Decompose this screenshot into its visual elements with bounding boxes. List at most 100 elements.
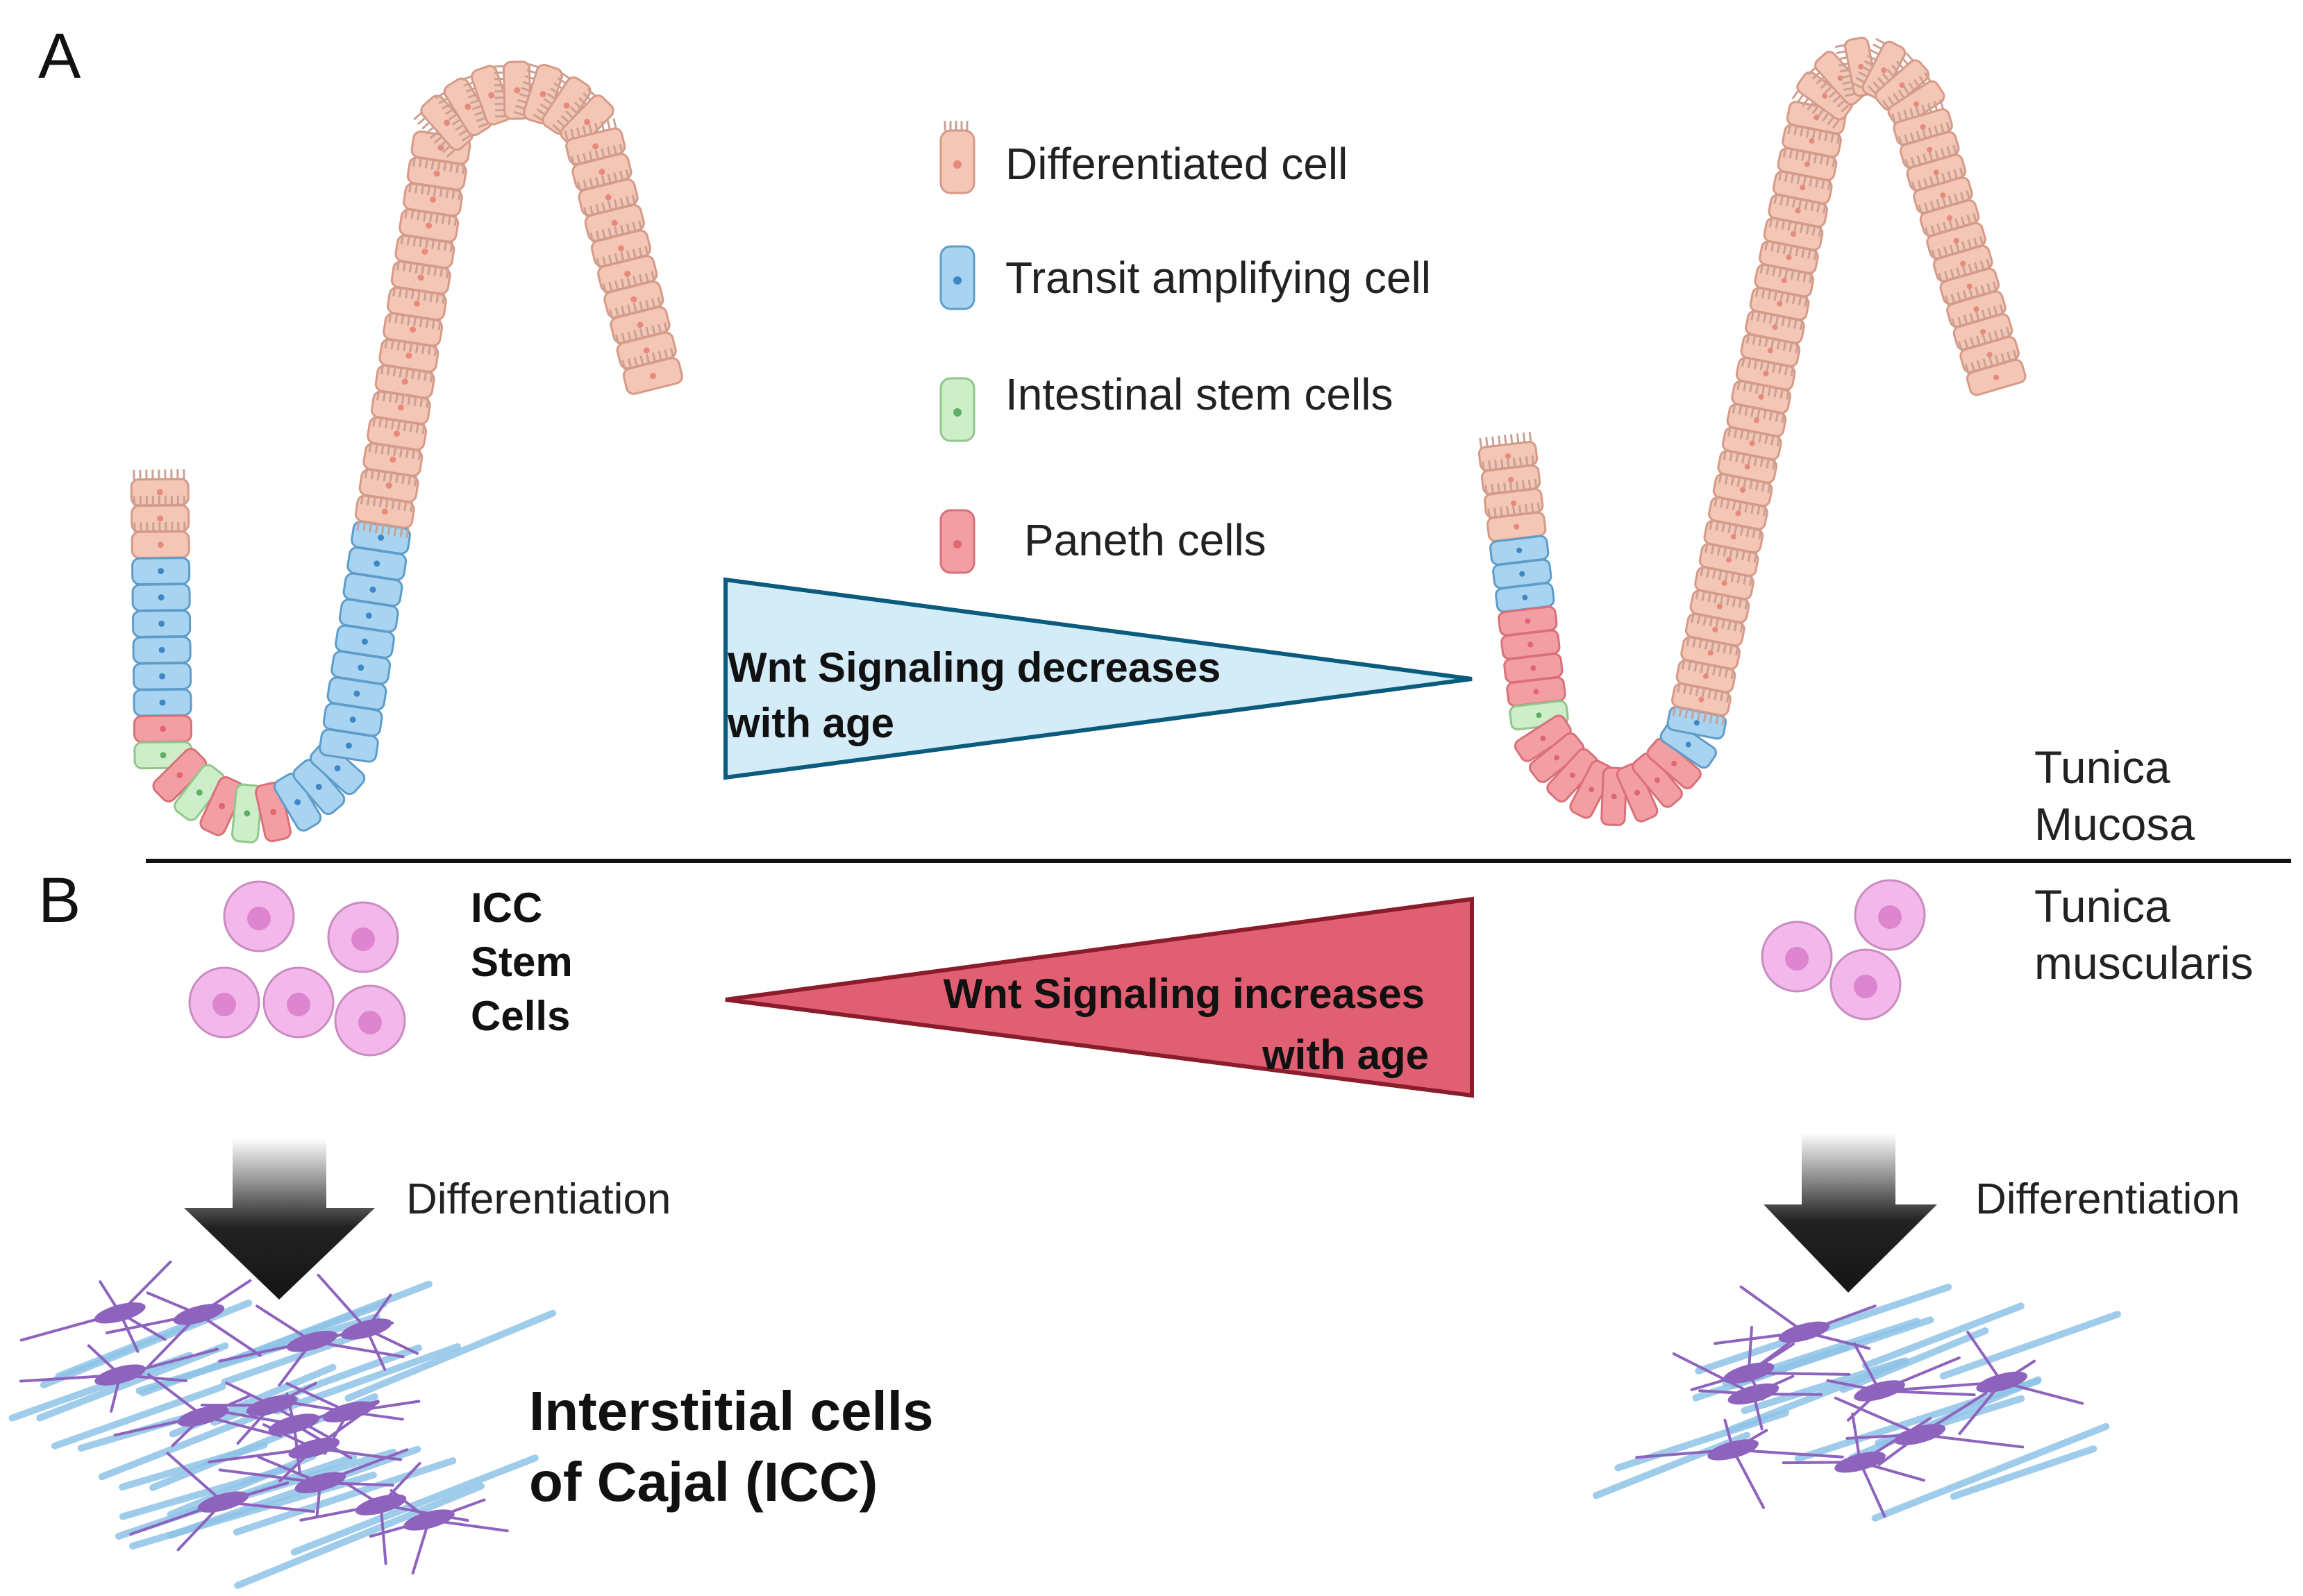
smooth-muscle-fiber [51,1383,226,1450]
microvilli [1732,403,1786,423]
icc-cell-process [146,1313,201,1368]
legend-item-paneth: Paneth cells [939,509,1266,574]
icc-cell [113,1373,283,1447]
icc-cell [208,1400,403,1483]
icc-cell-process [1752,1393,1764,1431]
paneth-cell-nucleus [219,803,226,809]
icc-cell-process [221,1500,315,1513]
paneth-cell-nucleus [1525,618,1531,624]
transit-amplifying-cell [131,583,191,612]
differentiated-cell-nucleus [1800,184,1806,191]
icc-cell-process [1859,1461,1925,1482]
microvilli [1852,37,1885,89]
tunica-muscularis-line1: Tunica [2034,880,2170,932]
tunica-mucosa-line2: Mucosa [2034,798,2195,850]
tunica-mucosa-line1: Tunica [2034,741,2170,793]
differentiated-cell-nucleus [1730,533,1736,539]
icc-cell-process [1859,1461,1886,1518]
icc-cell-process [236,1404,274,1445]
microvilli [1918,190,1971,215]
differentiated-cell-nucleus [1786,254,1792,260]
icc-cell [200,1381,331,1445]
paneth-cell-nucleus [1589,787,1595,793]
differentiated-cell-nucleus [598,169,605,175]
microvilli [1695,589,1749,610]
smooth-muscle-fiber [1861,1302,2025,1370]
down-arrow-icon [1764,1133,1937,1293]
icc-cell [1713,1285,1877,1375]
icc-cell-process [1826,1379,1882,1393]
young-crypt-villus [130,60,683,843]
microvilli [400,234,453,253]
icc-cell-process [319,1481,394,1487]
differentiated-cell-nucleus [1881,67,1887,74]
icc-cell-process [1782,1461,1862,1465]
icc-cell-process [1747,1371,1851,1376]
microvilli [360,494,414,512]
icc-cell-process [1851,1412,1862,1464]
icc-cell-process [1690,1371,1750,1391]
panel-label-a: A [38,21,81,92]
icc-cell-process [225,1381,274,1407]
icc-title-line2: of Cajal (ICC) [529,1451,878,1513]
icc-cell-process [1635,1448,1735,1459]
increase-triangle [725,896,1474,1098]
icc-cell-process [365,1327,387,1371]
differentiated-cell-nucleus [1940,192,1946,199]
transit-amplifying-cell-nucleus [362,638,368,645]
microvilli [388,312,442,330]
microvilli [570,144,623,166]
microvilli [408,182,462,201]
differentiated-cell-nucleus [563,102,570,109]
differentiated-cell-nucleus [1511,500,1517,506]
differentiated-cell-nucleus [1726,557,1732,563]
microvilli [1755,287,1809,307]
paneth-cell-nucleus [1530,665,1536,671]
icc-stem-cell-nucleus [212,993,236,1016]
differentiated-cell-nucleus [630,296,637,303]
down-arrow-icon [184,1139,375,1300]
differentiated-cell [1964,349,2027,396]
stem-cell-nucleus [244,810,251,817]
icc-cell [1690,1326,1851,1401]
icc-stem-line2: Stem [471,939,573,985]
icc-stem-cell-nucleus [1854,975,1877,998]
microvilli [513,62,539,116]
icc-cell [129,1452,315,1552]
transit-amplifying-cell [131,557,191,586]
legend-item-differentiated: Differentiated cell [939,121,1348,194]
differentiated-cell-nucleus [1749,440,1755,446]
microvilli [1691,612,1744,633]
differentiated-cell-nucleus [1899,82,1905,88]
microvilli [1898,121,1951,146]
differentiated-cell [621,348,683,395]
icc-cell-process [2000,1380,2084,1405]
microvilli [564,118,617,141]
differentiated-cell-legend-nucleus [953,160,962,169]
icc-cell-process [2000,1359,2036,1384]
microvilli [602,271,655,294]
icc-cell-process [365,1327,419,1355]
icc-cell-process [197,1279,252,1316]
differentiated-cell-nucleus [413,300,420,307]
icc-stem-cell-cluster-aged [1761,879,1926,1020]
microvilli [1944,281,1998,305]
differentiated-cell-nucleus [1721,580,1727,587]
icc-cell-process [1878,1356,1961,1393]
icc-cell-process [1878,1389,1976,1397]
icc-cell-process [213,1409,296,1426]
icc-cell-process [257,1455,322,1484]
differentiated-cell-nucleus [1795,208,1801,214]
icc-cell-process [1739,1285,1806,1334]
icc-cell-process [1852,1342,1882,1393]
differentiated-cell-nucleus [1758,394,1764,400]
transit-amplifying-cell-nucleus [158,568,165,575]
differentiated-cell-nucleus [539,91,546,97]
paneth-cell [1506,676,1566,707]
icc-cell-process [345,1482,383,1506]
differentiated-cell [1951,304,2013,351]
icc-stem-cell-nucleus [358,1011,382,1034]
microvilli [1807,67,1850,112]
icc-stem-cell-nucleus [1878,905,1902,929]
